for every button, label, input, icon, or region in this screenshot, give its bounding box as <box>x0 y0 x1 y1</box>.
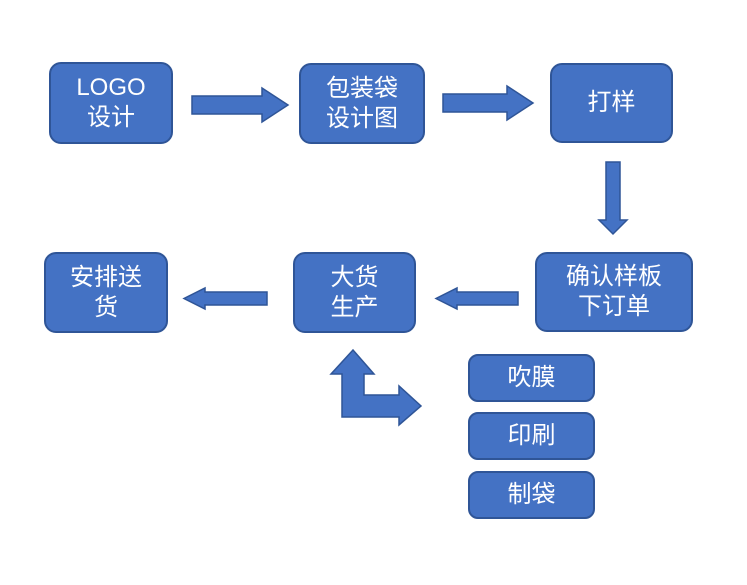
flow-node-film-blowing: 吹膜 <box>468 354 595 402</box>
flow-node-bag-design: 包装袋 设计图 <box>299 63 425 144</box>
node-label-line: 设计 <box>87 104 135 131</box>
flow-node-logo-design: LOGO 设计 <box>49 62 173 144</box>
flow-node-printing: 印刷 <box>468 412 595 460</box>
flow-node-mass-production: 大货 生产 <box>293 252 416 333</box>
node-label-line: 货 <box>94 293 118 321</box>
node-label-line: 印刷 <box>507 422 556 449</box>
arrow-confirm-order-to-mass-production <box>434 286 519 311</box>
flow-node-delivery: 安排送 货 <box>44 252 168 333</box>
node-label-line: 生产 <box>330 293 379 321</box>
arrow-mass-production-to-delivery <box>182 286 268 311</box>
node-label-line: 下订单 <box>578 293 650 320</box>
node-label-line: 大货 <box>330 263 379 291</box>
arrow-logo-design-to-bag-design <box>191 86 290 124</box>
node-label-line: LOGO <box>76 74 146 101</box>
node-label-line: 设计图 <box>326 104 398 132</box>
node-label-line: 制袋 <box>507 481 556 508</box>
flow-node-proofing: 打样 <box>550 63 673 143</box>
flow-node-confirm-order: 确认样板 下订单 <box>535 252 693 332</box>
node-label-line: 包装袋 <box>326 74 398 102</box>
node-label-line: 打样 <box>587 89 636 116</box>
node-label-line: 安排送 <box>70 263 142 291</box>
node-label-line: 吹膜 <box>507 364 556 391</box>
arrow-bag-design-to-proofing <box>442 84 535 122</box>
arrow-proofing-to-confirm-order <box>597 161 629 236</box>
arrow-substeps-to-mass-production <box>329 348 423 427</box>
node-label-line: 确认样板 <box>566 263 662 290</box>
flow-node-bag-making: 制袋 <box>468 471 595 519</box>
